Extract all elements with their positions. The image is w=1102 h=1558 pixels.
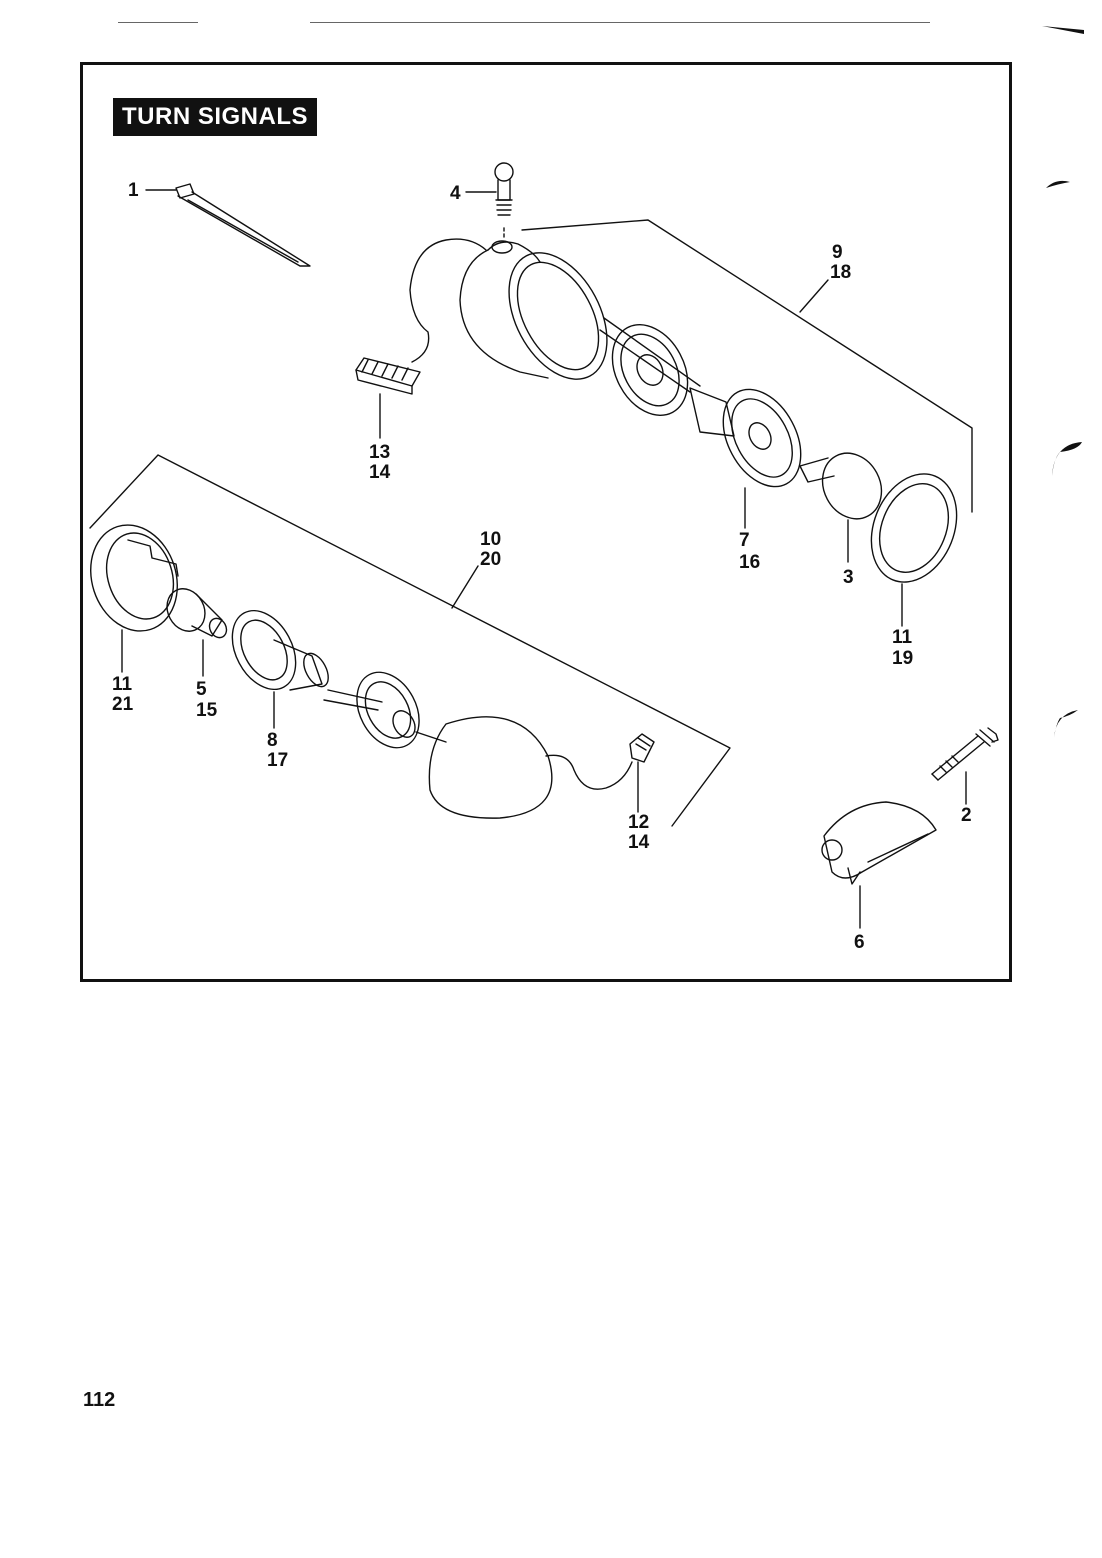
cable-tie-icon bbox=[175, 183, 311, 267]
stud-bolt-icon bbox=[931, 727, 999, 805]
callout-10: 10 bbox=[480, 529, 501, 550]
turn-signal-housing-icon bbox=[415, 716, 633, 819]
mount-clamp-icon bbox=[821, 801, 937, 929]
leader-line bbox=[451, 565, 479, 609]
diagram-title: TURN SIGNALS bbox=[113, 98, 317, 136]
bulb-socket-icon bbox=[231, 609, 420, 749]
lens-icon bbox=[870, 473, 958, 627]
callout-18: 18 bbox=[830, 262, 851, 283]
page-number: 112 bbox=[83, 1389, 116, 1411]
callout-21: 21 bbox=[112, 694, 134, 715]
connector-icon bbox=[355, 357, 421, 439]
header-rule-left bbox=[118, 22, 198, 23]
bracket-assembly-9 bbox=[521, 219, 973, 513]
callout-11-right: 11 bbox=[892, 627, 913, 648]
callout-7: 7 bbox=[739, 530, 750, 551]
diagram-frame bbox=[80, 62, 1012, 982]
callout-12: 12 bbox=[628, 812, 649, 833]
callout-11-left: 11 bbox=[112, 674, 133, 695]
callout-17: 17 bbox=[267, 750, 288, 771]
margin-mark bbox=[1052, 442, 1082, 476]
callout-19: 19 bbox=[892, 648, 913, 669]
connector-icon bbox=[629, 733, 655, 813]
bracket-assembly-10 bbox=[89, 454, 731, 827]
callout-9: 9 bbox=[832, 242, 843, 263]
ball-stud-icon bbox=[494, 162, 514, 241]
turn-signal-housing-icon bbox=[409, 238, 608, 380]
callout-14: 14 bbox=[369, 462, 391, 483]
callout-16: 16 bbox=[739, 552, 760, 573]
callout-20: 20 bbox=[480, 549, 501, 570]
callout-8: 8 bbox=[267, 730, 278, 751]
callout-6: 6 bbox=[854, 932, 865, 953]
callout-5: 5 bbox=[196, 679, 207, 700]
exploded-parts-diagram: 1 4 9 18 13 14 10 20 7 16 3 11 19 11 21 … bbox=[89, 162, 999, 953]
callout-4: 4 bbox=[450, 183, 461, 204]
lens-icon bbox=[90, 524, 179, 673]
callout-3: 3 bbox=[843, 567, 854, 588]
callout-13: 13 bbox=[369, 442, 390, 463]
bulb-icon bbox=[799, 452, 883, 563]
bulb-icon bbox=[166, 588, 228, 677]
margin-mark bbox=[1046, 180, 1070, 188]
leader-line bbox=[799, 279, 829, 313]
margin-mark bbox=[1042, 26, 1084, 34]
header-rule-right bbox=[310, 22, 930, 23]
callout-1: 1 bbox=[128, 180, 139, 201]
bulb-socket-icon bbox=[599, 317, 802, 529]
callout-15: 15 bbox=[196, 700, 218, 721]
margin-mark bbox=[1054, 710, 1078, 738]
callout-2: 2 bbox=[961, 805, 972, 826]
callout-14-lower: 14 bbox=[628, 832, 650, 853]
